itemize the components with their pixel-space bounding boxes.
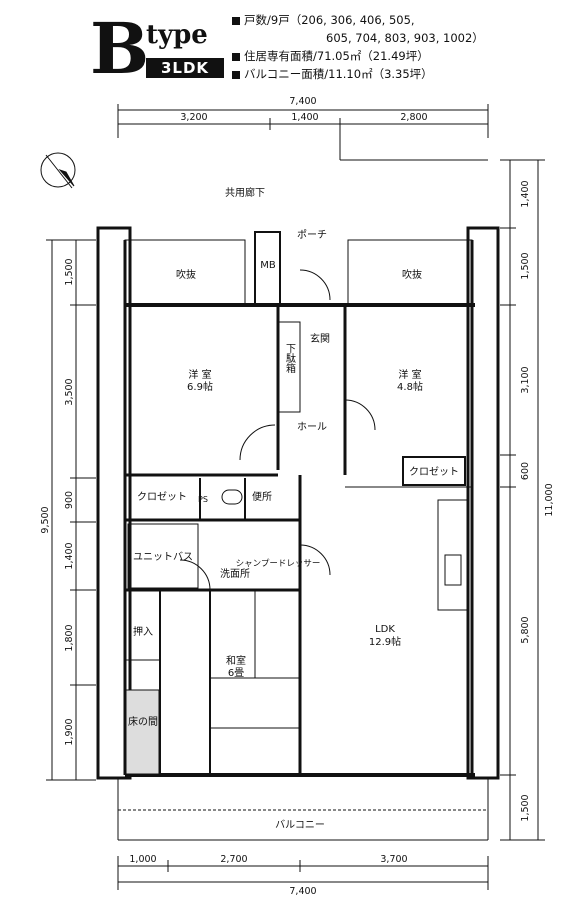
label-closet-right: クロゼット — [409, 466, 459, 478]
dim-bottom-total: 7,400 — [289, 886, 316, 897]
label-ldk-size: 12.9帖 — [369, 635, 401, 648]
label-west-room-size: 6.9帖 — [187, 380, 213, 393]
dim-left-seg-1: 3,500 — [64, 378, 75, 405]
tokonoma-box — [125, 689, 160, 775]
dim-left-seg-5: 1,900 — [64, 718, 75, 745]
dim-right-total: 11,000 — [544, 483, 555, 516]
dim-left-total: 9,500 — [40, 506, 51, 533]
label-west-room: 洋 室 — [188, 368, 211, 381]
closet-right-box — [402, 456, 466, 486]
dim-right-seg-4: 5,800 — [520, 616, 531, 643]
label-washitsu-size: 6畳 — [228, 667, 244, 679]
dim-top-seg-2: 2,800 — [400, 112, 427, 123]
dim-top-seg-0: 3,200 — [180, 112, 207, 123]
label-entrance: 玄関 — [310, 332, 330, 345]
label-washitsu: 和室 — [226, 654, 246, 667]
label-tokonoma: 床の間 — [128, 715, 158, 728]
label-east-room-size: 4.8帖 — [397, 380, 423, 393]
dim-right-seg-2: 3,100 — [520, 366, 531, 393]
label-balcony: バルコニー — [275, 819, 325, 831]
label-void-right: 吹抜 — [402, 268, 422, 281]
label-shoe-box: 下駄箱 — [284, 343, 296, 374]
label-corridor: 共用廊下 — [225, 186, 265, 199]
dim-top-total: 7,400 — [289, 96, 316, 107]
label-ldk: LDK — [375, 624, 395, 635]
dim-right-seg-0: 1,400 — [520, 180, 531, 207]
wall-left-column — [96, 226, 132, 780]
label-toilet: 便所 — [252, 490, 272, 503]
void-left-box — [124, 239, 246, 306]
spec-units: 戸数/9戸（206, 306, 406, 505, — [232, 12, 415, 28]
kitchen-counter — [437, 499, 469, 611]
dim-right-seg-3: 600 — [520, 462, 531, 480]
dim-left-seg-4: 1,800 — [64, 624, 75, 651]
label-porch: ポーチ — [297, 229, 327, 241]
dim-left-seg-3: 1,400 — [64, 542, 75, 569]
mb-box — [254, 231, 281, 306]
void-right-box — [347, 239, 473, 306]
label-void-left: 吹抜 — [176, 268, 196, 281]
spec-floor-area: 住居専有面積/71.05㎡（21.49坪） — [232, 48, 429, 64]
label-washroom: 洗面所 — [220, 568, 250, 580]
unit-bath-box — [127, 523, 199, 589]
type-word: type — [146, 20, 208, 50]
label-unit-bath: ユニットバス — [133, 551, 193, 563]
spec-balcony-area: バルコニー面積/11.10㎡（3.35坪） — [232, 66, 433, 82]
shoe-box — [277, 321, 301, 413]
dim-right-seg-1: 1,500 — [520, 252, 531, 279]
type-letter: B — [90, 7, 150, 90]
dim-left-seg-2: 900 — [64, 491, 75, 509]
dim-top-seg-1: 1,400 — [291, 112, 318, 123]
dim-bottom-seg-0: 1,000 — [129, 854, 156, 865]
compass-icon — [40, 152, 76, 188]
label-shampoo-dresser: シャンプードレッサー — [236, 559, 321, 569]
dim-bottom-seg-2: 3,700 — [380, 854, 407, 865]
label-mb: MB — [260, 260, 276, 271]
layout-badge: 3LDK — [146, 58, 224, 78]
dim-left-seg-0: 1,500 — [64, 258, 75, 285]
spec-units-cont: 605, 704, 803, 903, 1002） — [326, 31, 484, 45]
label-hall: ホール — [297, 421, 327, 433]
label-oshiire: 押入 — [133, 625, 153, 638]
label-closet-left: クロゼット — [137, 491, 187, 503]
dim-right-seg-5: 1,500 — [520, 794, 531, 821]
dim-bottom-seg-1: 2,700 — [220, 854, 247, 865]
label-east-room: 洋 室 — [398, 368, 421, 381]
label-ps: PS — [198, 495, 208, 504]
